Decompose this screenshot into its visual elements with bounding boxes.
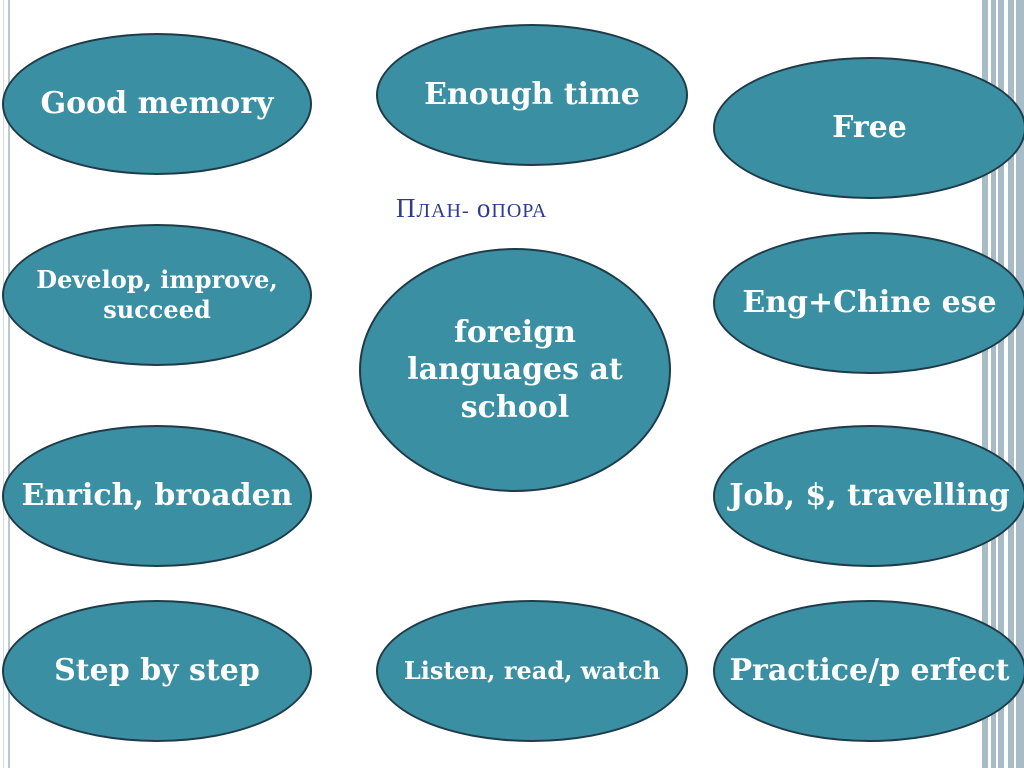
bubble-step-by-step: Step by step	[2, 600, 312, 742]
slide-left-border	[0, 0, 10, 768]
border-stripe	[1004, 0, 1008, 768]
bubble-free: Free	[713, 57, 1024, 199]
slide-title: ПЛАН- оПОРА	[396, 193, 548, 223]
border-stripe	[996, 0, 998, 768]
bubble-practice: Practice/p erfect	[713, 600, 1024, 742]
bubble-job: Job, $, travelling	[713, 425, 1024, 567]
bubble-good-memory: Good memory	[2, 33, 312, 175]
border-stripe	[1014, 0, 1016, 768]
bubble-listen: Listen, read, watch	[376, 600, 688, 742]
bubble-develop: Develop, improve, succeed	[2, 224, 312, 366]
bubble-enough-time: Enough time	[376, 24, 688, 166]
bubble-center-topic: foreign languages at school	[359, 248, 671, 492]
border-stripe	[988, 0, 991, 768]
bubble-eng-chinese: Eng+Chine ese	[713, 232, 1024, 374]
bubble-enrich: Enrich, broaden	[2, 425, 312, 567]
